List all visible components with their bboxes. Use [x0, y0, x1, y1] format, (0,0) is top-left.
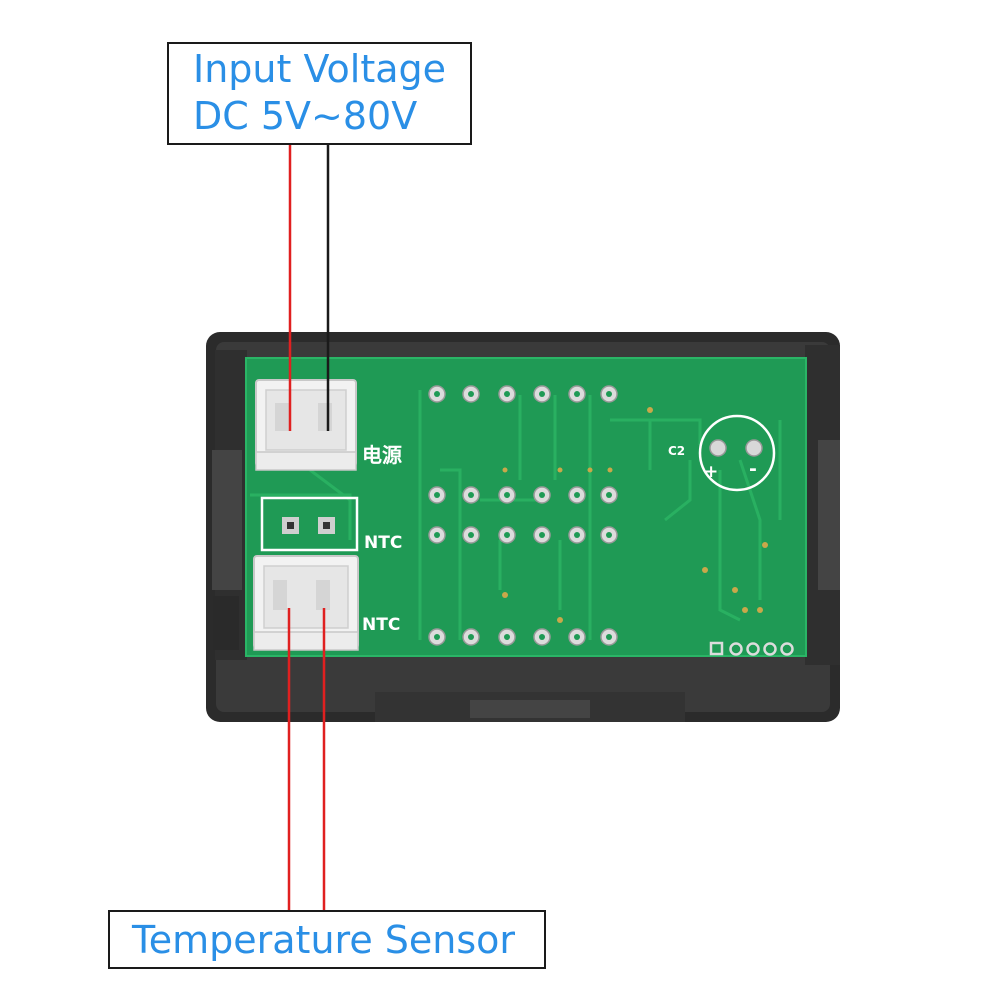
- sensor-wires: [287, 608, 326, 911]
- temperature-sensor-callout: Temperature Sensor: [108, 910, 546, 969]
- input-voltage-title: Input Voltage: [193, 47, 447, 91]
- silk-power-label: 电源: [362, 443, 402, 467]
- power-connector: [255, 379, 357, 471]
- silk-ntc-lower-label: NTC: [362, 615, 400, 635]
- input-voltage-range: DC 5V~80V: [193, 94, 418, 138]
- capacitor-c2: [698, 414, 776, 492]
- ntc-connector: [253, 555, 359, 651]
- silk-minus-label: -: [749, 458, 757, 480]
- temperature-sensor-label: Temperature Sensor: [132, 918, 516, 962]
- input-wires: [288, 143, 330, 431]
- silk-ntc-upper-label: NTC: [364, 533, 402, 553]
- silk-cap-label: C2: [668, 444, 685, 458]
- input-voltage-callout: Input Voltage DC 5V~80V: [167, 42, 472, 145]
- silk-plus-label: +: [704, 462, 718, 482]
